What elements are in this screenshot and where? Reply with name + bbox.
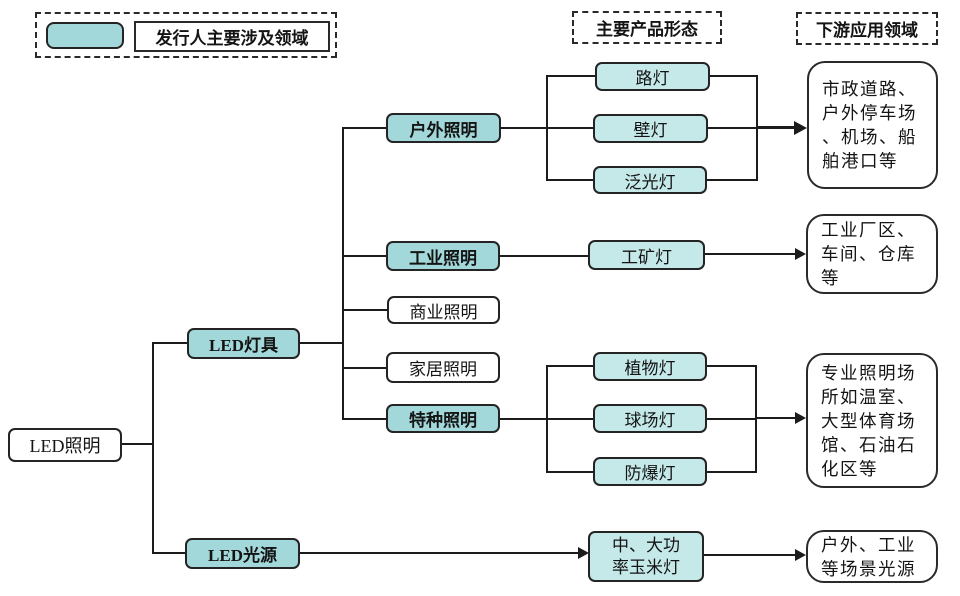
connector — [501, 127, 548, 129]
connector — [546, 127, 593, 129]
connector — [546, 179, 593, 181]
node-special-lighting: 特种照明 — [386, 404, 500, 433]
connector — [546, 365, 593, 367]
app-box-light-source: 户外、工业 等场景光源 — [806, 530, 938, 583]
node-home-lighting: 家居照明 — [386, 352, 500, 383]
node-corn-lamp: 中、大功 率玉米灯 — [588, 531, 704, 582]
arrowhead-industrial-apps — [795, 248, 806, 260]
arrowhead-special-apps — [795, 412, 806, 424]
connector — [546, 418, 593, 420]
connector — [500, 418, 548, 420]
arrow-shaft-special-apps — [755, 417, 797, 419]
connector-root — [122, 443, 153, 445]
connector — [342, 309, 387, 311]
connector — [300, 342, 344, 344]
connector — [707, 179, 758, 181]
node-explosion-proof-lamp: 防爆灯 — [593, 457, 707, 486]
connector — [546, 471, 593, 473]
node-led-light-source: LED光源 — [185, 538, 300, 569]
node-street-lamp: 路灯 — [595, 62, 710, 91]
connector — [546, 75, 595, 77]
header-downstream: 下游应用领域 — [796, 12, 938, 45]
connector-fixtures-trunk — [342, 127, 344, 420]
node-stadium-lamp: 球场灯 — [593, 404, 707, 433]
connector — [342, 367, 386, 369]
arrowhead-corn — [578, 547, 589, 559]
connector — [710, 75, 758, 77]
arrow-shaft-source-apps — [704, 554, 796, 556]
node-flood-lamp: 泛光灯 — [593, 166, 707, 194]
app-box-special: 专业照明场 所如温室、 大型体育场 馆、石油石 化区等 — [806, 353, 938, 488]
arrowhead-outdoor-apps — [794, 121, 807, 135]
connector — [708, 127, 757, 129]
connector — [500, 255, 588, 257]
node-outdoor-lighting: 户外照明 — [386, 113, 501, 143]
connector-collector — [755, 365, 757, 473]
node-highbay-lamp: 工矿灯 — [588, 240, 705, 270]
arrow-shaft-industrial-apps — [705, 253, 797, 255]
connector — [707, 471, 757, 473]
node-wall-lamp: 壁灯 — [593, 114, 708, 143]
header-product-form: 主要产品形态 — [572, 11, 722, 44]
app-box-outdoor: 市政道路、 户外停车场 、机场、船 舶港口等 — [807, 61, 938, 189]
connector — [152, 342, 187, 344]
connector — [707, 365, 757, 367]
arrow-shaft-outdoor-apps — [756, 126, 796, 129]
connector-root-trunk — [152, 342, 154, 554]
connector — [342, 255, 386, 257]
arrowhead-source-apps — [795, 549, 806, 561]
connector — [342, 127, 386, 129]
legend-swatch — [46, 22, 124, 49]
node-commercial-lighting: 商业照明 — [387, 296, 500, 324]
node-plant-lamp: 植物灯 — [593, 352, 707, 381]
arrow-shaft-corn — [300, 552, 580, 554]
connector — [152, 552, 185, 554]
connector — [707, 418, 756, 420]
app-box-industrial: 工业厂区、 车间、仓库 等 — [806, 214, 938, 294]
node-industrial-lighting: 工业照明 — [386, 241, 500, 271]
node-led-lighting: LED照明 — [8, 428, 122, 462]
legend-label: 发行人主要涉及领域 — [134, 21, 330, 52]
node-led-fixtures: LED灯具 — [187, 328, 300, 359]
connector — [342, 418, 386, 420]
